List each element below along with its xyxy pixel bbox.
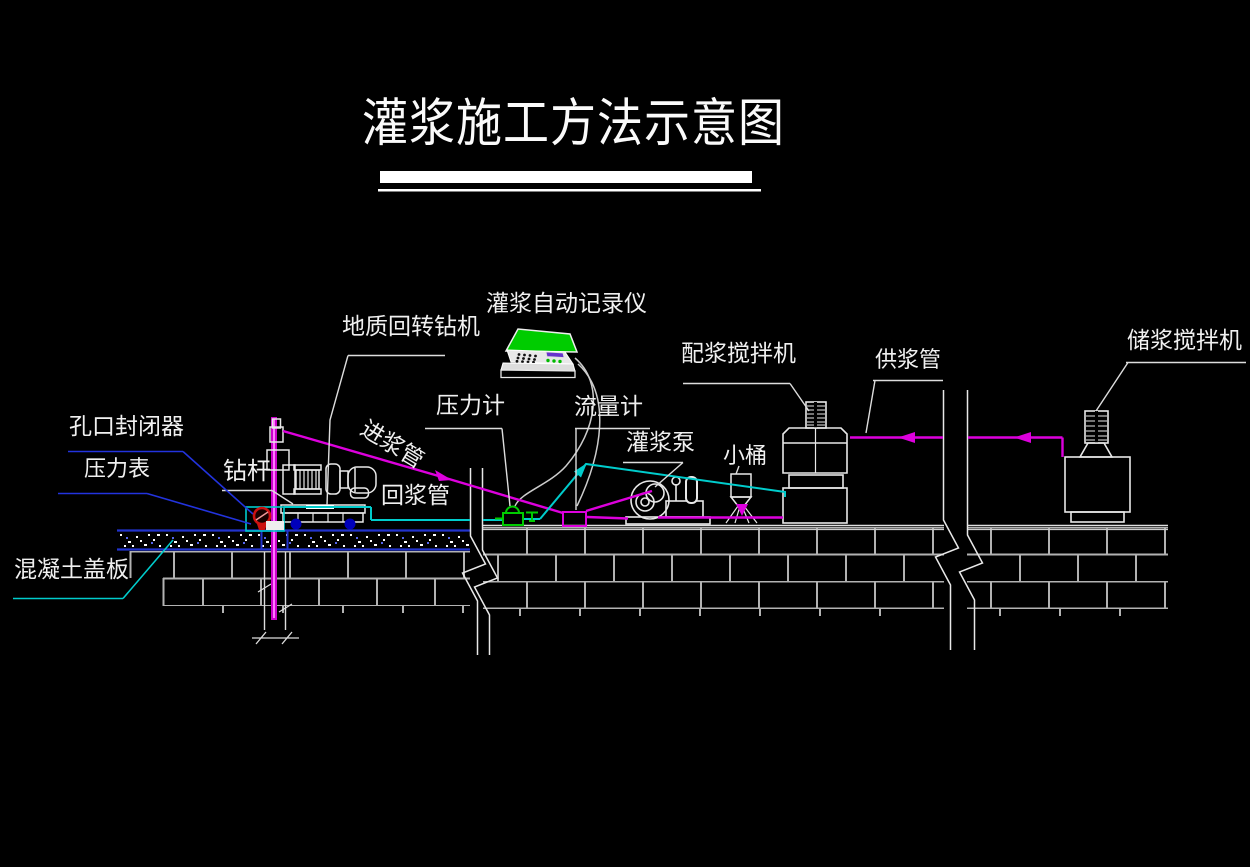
label-recorder: 灌浆自动记录仪	[486, 291, 647, 316]
brick-wall-left	[95, 551, 470, 613]
break-lines-left	[461, 458, 499, 658]
brick-wall-right	[483, 524, 1168, 616]
flow-arrows-magenta	[435, 432, 1031, 516]
leader-line-cyan	[13, 539, 174, 600]
recorder-display	[545, 351, 565, 358]
storage-mixer	[1064, 410, 1131, 523]
label-pressure-meter: 压力计	[436, 393, 505, 418]
label-pressure-gauge: 压力表	[84, 456, 151, 481]
pressure-sensor	[495, 505, 538, 526]
page-title: 灌浆施工方法示意图	[362, 94, 785, 152]
recorder-leds	[546, 358, 562, 364]
recorder-keys	[515, 353, 537, 364]
suction-line	[539, 462, 786, 520]
borehole	[252, 531, 299, 645]
label-small-bucket: 小桶	[723, 443, 768, 468]
label-concrete-cover: 混凝土盖板	[14, 557, 129, 582]
mixing-machine	[782, 401, 848, 524]
break-lines-right	[934, 390, 984, 655]
label-supply-pipe: 供浆管	[875, 347, 942, 372]
return-pipe	[284, 506, 540, 521]
label-mixing-machine: 配浆搅拌机	[681, 341, 796, 366]
recorder-device	[500, 328, 601, 507]
title-underline	[378, 171, 761, 192]
label-orifice-closer: 孔口封闭器	[69, 414, 184, 439]
orifice-closer-gauge	[245, 506, 285, 532]
label-grouting-pump: 灌浆泵	[626, 430, 695, 455]
flow-meter-box	[562, 511, 587, 527]
recorder-screen	[504, 328, 579, 353]
label-flow-meter: 流量计	[574, 394, 643, 419]
label-drill-rig: 地质回转钻机	[342, 314, 480, 339]
leader-lines-white	[222, 354, 1246, 510]
label-return-pipe: 回浆管	[381, 483, 450, 508]
label-drill-rod: 钻杆	[223, 459, 271, 485]
label-storage-mixer: 储浆搅拌机	[1127, 328, 1242, 353]
drill-rod	[271, 417, 277, 620]
small-bucket	[725, 473, 758, 524]
leader-lines-blue	[58, 450, 254, 525]
concrete-slab	[117, 529, 470, 551]
